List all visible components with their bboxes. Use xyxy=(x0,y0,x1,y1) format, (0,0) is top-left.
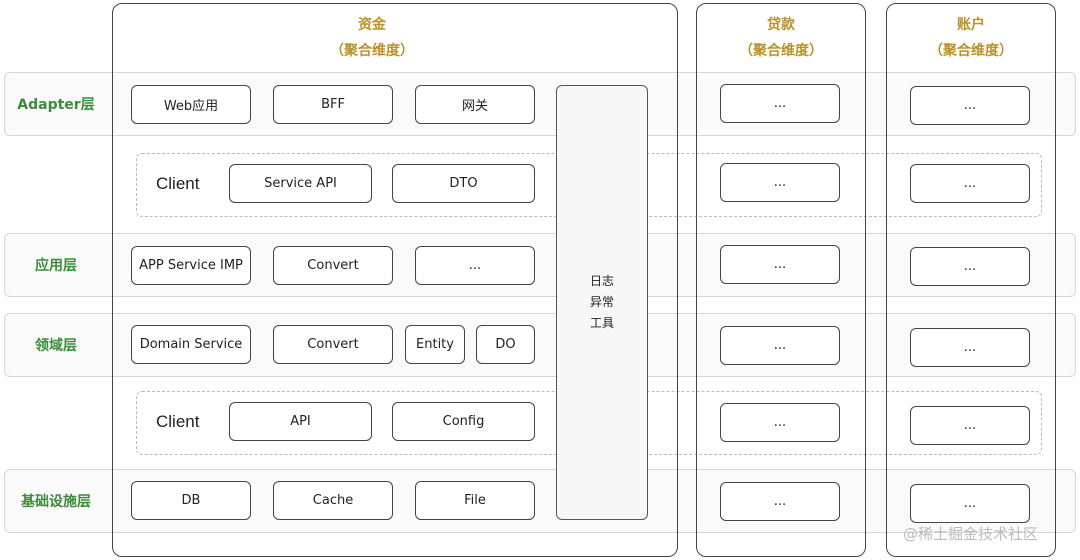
tools-column: 日志 异常 工具 xyxy=(556,85,648,520)
panel-loan-subtitle: （聚合维度） xyxy=(739,43,823,59)
watermark-text: @稀土掘金技术社区 xyxy=(903,525,1039,543)
panel-account xyxy=(886,3,1056,557)
panel-loan-title-text: 贷款 xyxy=(767,17,795,33)
panel-funds-subtitle: （聚合维度） xyxy=(330,43,414,59)
account-box-infrastructure: ... xyxy=(910,484,1030,523)
box-service-api: Service API xyxy=(229,164,372,203)
panel-loan-title: 贷款 （聚合维度） xyxy=(696,14,866,62)
tools-utility: 工具 xyxy=(589,316,614,330)
panel-funds xyxy=(112,3,678,557)
box-convert-domain: Convert xyxy=(273,325,393,364)
loan-box-adapter: ... xyxy=(720,84,840,123)
account-box-adapter: ... xyxy=(910,86,1030,125)
layer-label-domain: 领域层 xyxy=(35,338,77,354)
tools-log: 日志 xyxy=(589,274,614,288)
panel-funds-title: 资金 （聚合维度） xyxy=(112,14,632,62)
layer-label-adapter: Adapter层 xyxy=(17,97,95,113)
box-file: File xyxy=(415,481,535,520)
panel-account-title-text: 账户 xyxy=(957,17,985,33)
box-entity: Entity xyxy=(405,325,465,364)
client-label-1: Client xyxy=(156,174,200,193)
box-convert-app: Convert xyxy=(273,246,393,285)
account-box-client2: ... xyxy=(910,406,1030,445)
box-domain-service: Domain Service xyxy=(131,325,251,364)
panel-funds-title-text: 资金 xyxy=(358,17,386,33)
loan-box-application: ... xyxy=(720,245,840,284)
layer-label-application: 应用层 xyxy=(35,258,77,274)
panel-account-title: 账户 （聚合维度） xyxy=(886,14,1056,62)
loan-box-infrastructure: ... xyxy=(720,482,840,521)
layer-label-infrastructure: 基础设施层 xyxy=(21,494,91,510)
box-db: DB xyxy=(131,481,251,520)
box-do: DO xyxy=(476,325,535,364)
panel-loan xyxy=(696,3,866,557)
loan-box-domain: ... xyxy=(720,326,840,365)
box-bff: BFF xyxy=(273,85,393,124)
tools-exception: 异常 xyxy=(589,295,614,309)
box-web-app: Web应用 xyxy=(131,85,251,124)
account-box-domain: ... xyxy=(910,328,1030,367)
box-config: Config xyxy=(392,402,535,441)
box-api: API xyxy=(229,402,372,441)
box-app-service-imp: APP Service IMP xyxy=(131,246,251,285)
loan-box-client1: ... xyxy=(720,163,840,202)
loan-box-client2: ... xyxy=(720,403,840,442)
account-box-application: ... xyxy=(910,247,1030,286)
client-label-2: Client xyxy=(156,412,200,431)
account-box-client1: ... xyxy=(910,164,1030,203)
panel-account-subtitle: （聚合维度） xyxy=(929,43,1013,59)
box-dto: DTO xyxy=(392,164,535,203)
box-app-more: ... xyxy=(415,246,535,285)
box-cache: Cache xyxy=(273,481,393,520)
box-gateway: 网关 xyxy=(415,85,535,124)
